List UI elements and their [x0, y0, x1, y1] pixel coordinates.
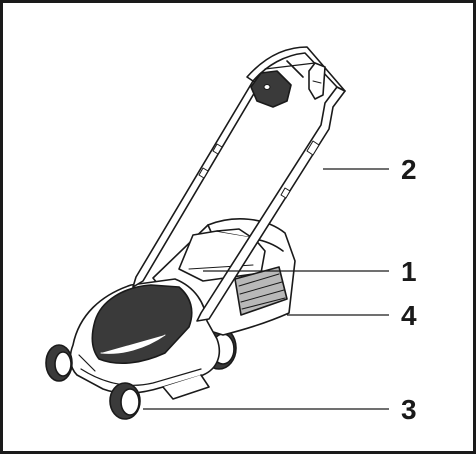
motor-cover — [91, 284, 193, 365]
callout-1: 1 — [401, 256, 417, 287]
cable-clip — [308, 62, 326, 100]
callout-2: 2 — [401, 154, 417, 185]
callout-4: 4 — [401, 300, 417, 331]
switch-box — [250, 70, 292, 108]
front-right-wheel — [109, 382, 141, 420]
front-left-wheel — [45, 344, 73, 382]
safety-lever — [286, 60, 304, 78]
leader-lines — [143, 168, 389, 410]
lawnmower-illustration — [45, 46, 346, 420]
callout-3: 3 — [401, 394, 417, 425]
top-handle — [246, 46, 346, 92]
lawnmower-diagram: 2 1 4 3 — [45, 46, 417, 425]
